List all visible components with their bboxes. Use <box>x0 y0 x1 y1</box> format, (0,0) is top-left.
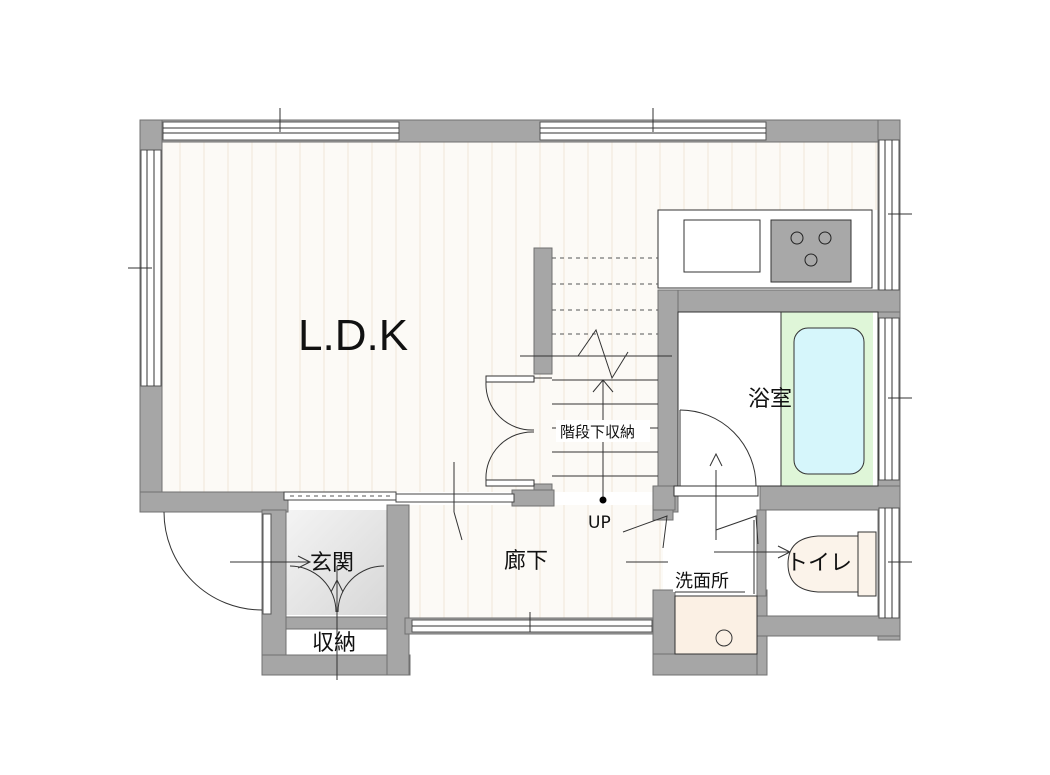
bathtub[interactable] <box>793 327 865 475</box>
under-stairs-doors[interactable] <box>485 375 552 487</box>
under-stairs-storage-label: 階段下収納 <box>560 423 635 441</box>
entrance-label: 玄関 <box>310 551 354 576</box>
wall-bath-left <box>657 289 679 513</box>
storage-label: 収納 <box>312 631 356 656</box>
ldk-floor-kitchen-strip <box>558 140 878 210</box>
wall-storage-bottom <box>261 654 411 676</box>
wall-kitchen-bottom <box>657 289 901 313</box>
ldk-hall-partition <box>283 462 515 541</box>
wall-wash-top <box>652 509 674 521</box>
stairs-up-label: UP <box>588 513 611 533</box>
entrance-door[interactable] <box>163 511 312 611</box>
wall-entrance-right <box>386 504 410 676</box>
window-right-bath <box>878 317 900 481</box>
window-entrance-side <box>262 513 272 615</box>
drain-icon <box>715 629 733 647</box>
sink[interactable] <box>683 219 761 273</box>
washroom-doors[interactable] <box>622 452 792 594</box>
burner-3-icon <box>804 253 818 267</box>
ldk-label: L.D.K <box>298 311 408 360</box>
window-right-toilet <box>878 507 900 619</box>
burner-1-icon <box>790 231 804 245</box>
toilet-fixture[interactable] <box>787 531 877 597</box>
washroom-label: 洗面所 <box>675 571 729 592</box>
hallway-label: 廊下 <box>504 549 548 574</box>
window-top-left <box>162 121 400 141</box>
stair-start-marker <box>599 496 607 504</box>
wall-stair-bottom <box>511 489 555 507</box>
wall-ldk-bottom <box>139 491 289 513</box>
wall-toilet-bottom <box>756 615 901 637</box>
washbasin[interactable] <box>674 595 758 655</box>
wall-toilet-left <box>756 509 767 597</box>
labels: L.D.K 浴室 階段下収納 UP 玄関 収納 廊下 洗面所 トイレ <box>298 311 852 656</box>
shoe-storage-doors[interactable] <box>289 565 385 680</box>
wall-wash-bottom <box>652 653 768 676</box>
toilet-label: トイレ <box>786 551 852 576</box>
kitchen-counter[interactable] <box>657 209 873 289</box>
windows <box>128 108 912 633</box>
wall-bath-bottom <box>759 485 901 511</box>
window-right-top <box>878 139 900 291</box>
wall-corner-pillar <box>652 485 676 511</box>
bath-label: 浴室 <box>748 387 792 412</box>
bath-room-outline <box>677 311 879 487</box>
stove[interactable] <box>770 219 852 283</box>
hallway-floor <box>405 505 663 620</box>
burner-2-icon <box>818 231 832 245</box>
wall-stair-left <box>533 247 553 375</box>
